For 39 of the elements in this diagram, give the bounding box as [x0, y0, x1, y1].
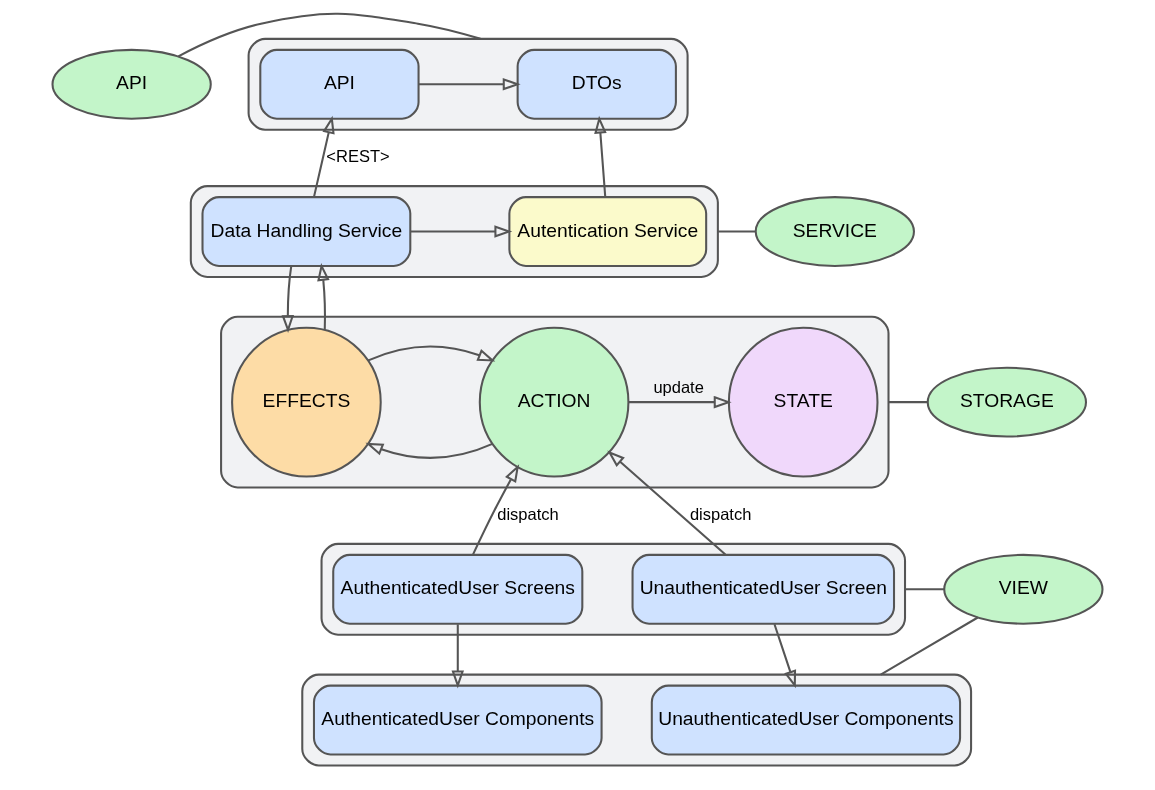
arrow [410, 225, 513, 238]
node-ellipse: SERVICE [754, 196, 915, 267]
connector [880, 616, 979, 676]
node-box: UnauthenticatedUser Screen [631, 553, 896, 625]
node-box: API [259, 48, 420, 120]
arrow [471, 464, 520, 556]
node-ellipse: VIEW [943, 553, 1104, 625]
node-circle: EFFECTS [231, 326, 382, 478]
node-ellipse: API [51, 48, 212, 120]
arrow [317, 262, 330, 330]
connector [717, 230, 756, 233]
arrow [628, 395, 732, 409]
edge-label: update [653, 378, 704, 397]
arrow [418, 78, 521, 91]
arrow [281, 265, 295, 333]
cluster [247, 37, 689, 131]
node-box: Data Handling Service [201, 196, 412, 267]
arrow [451, 624, 465, 689]
node-box: AuthenticatedUser Screens [332, 553, 584, 625]
arrow [365, 442, 493, 459]
connector [888, 401, 928, 404]
arrow [773, 623, 797, 689]
cluster [189, 185, 719, 278]
connector [905, 588, 945, 591]
node-ellipse: STORAGE [926, 366, 1087, 438]
edge-label: dispatch [497, 504, 559, 523]
node-box: DTOs [516, 48, 677, 120]
cluster [301, 673, 973, 767]
edge-label: <REST> [326, 147, 390, 166]
cluster [320, 542, 907, 636]
connector [177, 12, 481, 58]
node-box: Autentication Service [508, 196, 708, 267]
node-box: AuthenticatedUser Components [312, 684, 603, 756]
node-circle: STATE [727, 326, 879, 478]
arrow [367, 345, 496, 362]
arrow [313, 115, 335, 197]
edge-label: dispatch [689, 504, 752, 523]
arrow [607, 450, 727, 556]
node-box: UnauthenticatedUser Components [650, 684, 962, 756]
